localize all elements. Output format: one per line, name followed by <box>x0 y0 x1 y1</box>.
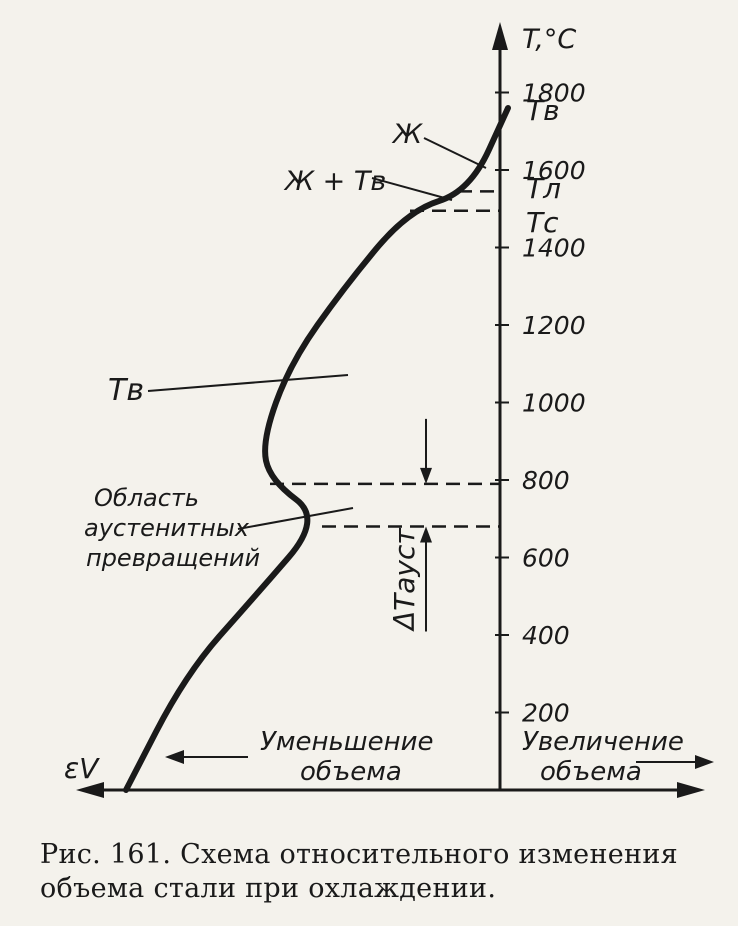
temperature-mark-Тв: Тв <box>526 94 560 127</box>
decrease-line-1: Уменьшение <box>260 727 433 757</box>
leader-austenite <box>237 507 354 530</box>
decrease-line-2: объема <box>300 757 402 787</box>
volume-curve <box>123 105 511 793</box>
y-tick-label-1200: 1200 <box>522 311 586 340</box>
volume-axis-arrow-right <box>677 782 705 798</box>
temperature-axis-arrow <box>492 22 508 50</box>
label-solid: Тв <box>108 373 144 408</box>
y-axis-label: T,°C <box>522 24 576 55</box>
y-ticks: 200 400 600 800 1000 1200 1400 1600 1800 <box>495 79 586 728</box>
dashed-levels <box>270 190 500 528</box>
y-tick-label-1400: 1400 <box>522 234 586 263</box>
leader-liquid <box>423 137 487 169</box>
label-liquid-solid: Ж + Тв <box>283 166 386 197</box>
y-tick-label-1600: 1600 <box>522 156 586 185</box>
y-tick-label-400: 400 <box>522 621 570 650</box>
interval-marker <box>420 418 432 632</box>
increase-line-1: Увеличение <box>522 727 684 757</box>
leader-solid <box>147 374 349 392</box>
increase-line-2: объема <box>540 757 642 787</box>
label-liquid: Ж <box>391 119 423 150</box>
label-austenite-line-3: превращений <box>86 544 260 572</box>
y-tick-label-1000: 1000 <box>522 389 586 418</box>
temperature-mark-Тс: Тс <box>526 206 559 239</box>
leader-liquid-solid <box>371 177 453 201</box>
volume-axis-arrow-left <box>76 782 104 798</box>
y-tick-label-600: 600 <box>522 544 570 573</box>
decrease-arrow-head <box>165 750 184 764</box>
interval-label: ΔTауст <box>388 528 421 632</box>
temperature-mark-Тл: Тл <box>526 172 561 205</box>
increase-volume-label: Увеличение объема <box>522 727 684 787</box>
interval-arrowhead-bottom <box>420 526 432 543</box>
label-austenite-region: Область аустенитных превращений <box>84 484 260 572</box>
figure-caption: Рис. 161. Схема относительного изменения… <box>40 839 678 904</box>
volume-change-diagram: T,°C 200 400 600 800 1000 1200 1400 1600 1800 Тв… <box>64 22 714 798</box>
y-tick-label-200: 200 <box>522 699 570 728</box>
y-tick-label-800: 800 <box>522 466 570 495</box>
interval-arrowhead-top <box>420 467 432 484</box>
label-austenite-line-2: аустенитных <box>84 514 250 542</box>
increase-arrow-head <box>695 755 714 769</box>
y-tick-label-1800: 1800 <box>522 79 586 108</box>
x-axis-label: εV <box>64 752 100 785</box>
decrease-volume-label: Уменьшение объема <box>260 727 433 787</box>
label-austenite-line-1: Область <box>94 484 199 512</box>
